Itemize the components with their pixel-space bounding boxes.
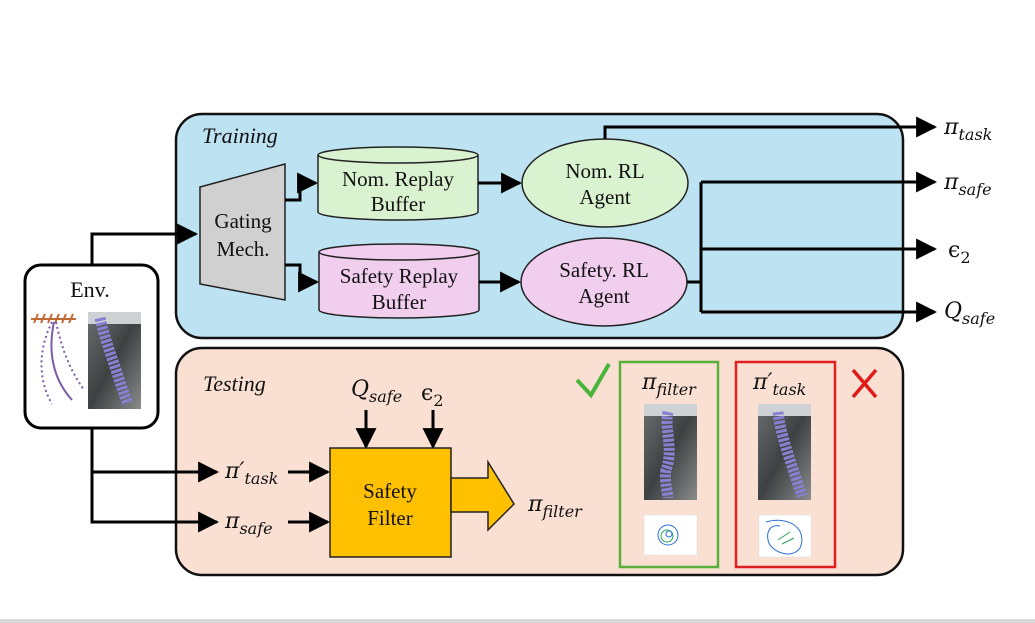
- env-label: Env.: [70, 277, 110, 302]
- nominal-agent-label-1: Nom. RL: [565, 159, 644, 183]
- output-q-safe: Qsafe: [944, 299, 995, 328]
- gating-label-1: Gating: [214, 209, 272, 233]
- environment-box: Env.: [23, 263, 160, 430]
- trajectory-plot-filter: [643, 514, 698, 556]
- nominal-buffer-label-2: Buffer: [371, 192, 425, 216]
- safety-filter: Safety Filter: [329, 447, 452, 558]
- nominal-replay-buffer: Nom. Replay Buffer: [317, 146, 479, 221]
- safety-buffer-label-1: Safety Replay: [340, 264, 459, 288]
- nominal-agent-label-2: Agent: [579, 185, 630, 209]
- panel-pi-filter: πfilter: [641, 370, 697, 399]
- bottom-divider: [0, 619, 1035, 623]
- env-mount: [31, 313, 76, 324]
- gating-mechanism: Gating Mech.: [199, 163, 286, 301]
- filter-output-arrow: [450, 459, 515, 532]
- filter-label-2: Filter: [367, 506, 413, 530]
- robot-photo-filter: [644, 404, 697, 500]
- filter-label-1: Safety: [363, 479, 417, 503]
- check-icon: [575, 362, 611, 399]
- output-epsilon: ϵ2: [948, 238, 971, 267]
- cross-icon: [851, 368, 878, 399]
- safety-agent-label-1: Safety. RL: [559, 258, 649, 282]
- filter-result-panel: πfilter: [618, 360, 720, 569]
- testing-pi-task-prime: π′task: [224, 459, 278, 488]
- gating-label-2: Mech.: [216, 237, 269, 261]
- robot-photo-env: [88, 312, 141, 409]
- testing-title: Testing: [203, 371, 266, 396]
- robot-photo-task: [758, 404, 811, 500]
- safety-buffer-label-2: Buffer: [372, 290, 426, 314]
- safety-agent-label-2: Agent: [578, 284, 629, 308]
- panel-pi-task-prime: π′task: [752, 370, 806, 399]
- testing-epsilon: ϵ2: [421, 381, 444, 410]
- nominal-rl-agent: Nom. RL Agent: [521, 138, 689, 228]
- output-pi-safe: πsafe: [943, 170, 992, 199]
- training-connectors: [285, 116, 938, 323]
- safety-rl-agent: Safety. RL Agent: [520, 237, 688, 327]
- testing-pi-safe: πsafe: [224, 509, 273, 538]
- trajectory-plot-task: [758, 514, 812, 558]
- task-result-panel: π′task: [734, 360, 837, 569]
- testing-connectors: [288, 410, 444, 533]
- nominal-buffer-label-1: Nom. Replay: [342, 167, 454, 191]
- testing-pi-filter: πfilter: [527, 492, 583, 521]
- safety-replay-buffer: Safety Replay Buffer: [318, 243, 480, 319]
- env-connectors: [90, 223, 220, 533]
- output-pi-task: πtask: [943, 115, 992, 144]
- testing-q-safe: Qsafe: [351, 377, 402, 406]
- training-title: Training: [202, 123, 278, 148]
- env-trajectories: [40, 321, 85, 405]
